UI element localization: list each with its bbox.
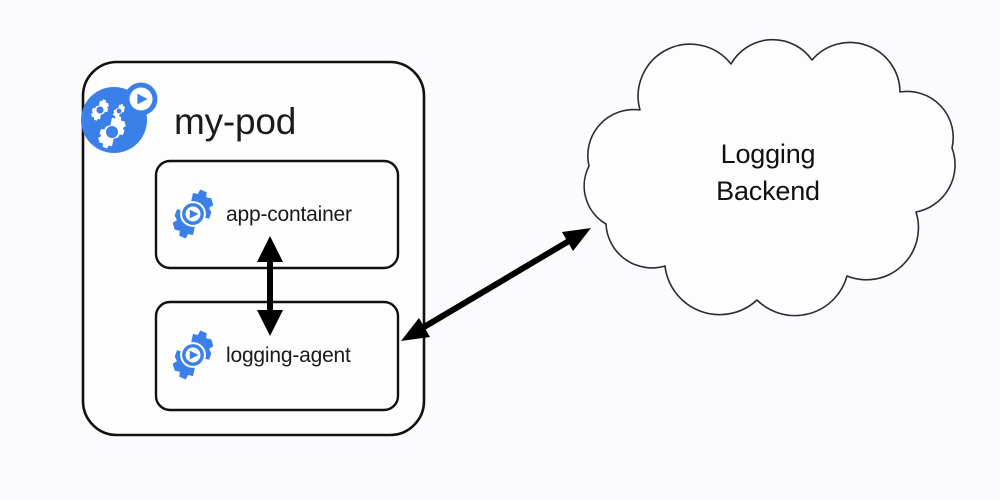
cloud-label-line2: Backend <box>716 176 820 206</box>
cloud-label-line1: Logging <box>721 139 816 169</box>
kubernetes-pod-icon <box>81 82 158 153</box>
logging-agent-label: logging-agent <box>226 344 351 367</box>
app-container-box[interactable] <box>154 159 400 270</box>
container-gear-play-icon <box>172 330 214 380</box>
agent-to-backend-arrow <box>401 228 591 341</box>
logging-agent-box[interactable] <box>154 300 400 412</box>
container-gear-play-icon <box>172 189 214 239</box>
cloud-shape <box>583 38 956 317</box>
app-container-label: app-container <box>226 203 352 226</box>
container-to-agent-arrow <box>257 236 283 336</box>
page-title: my-pod <box>174 101 296 142</box>
